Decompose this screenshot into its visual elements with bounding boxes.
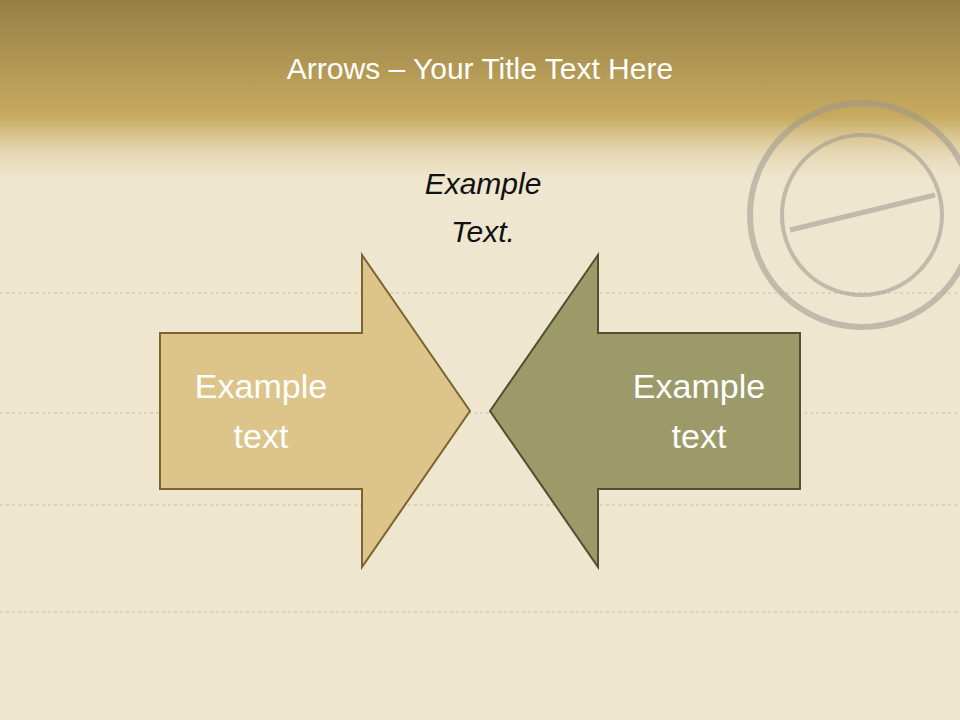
- arrow-text: Example text: [170, 361, 352, 461]
- arrow-polygon: [490, 255, 800, 567]
- postmark-stamp: [750, 103, 960, 327]
- arrow-outline: [490, 255, 800, 567]
- arrow-outline: [160, 255, 470, 567]
- example-note: Example Text.: [393, 160, 573, 256]
- slide-title: Arrows – Your Title Text Here: [0, 52, 960, 86]
- arrow-text: Example text: [608, 361, 790, 461]
- arrow-shape: Example text: [490, 255, 800, 567]
- arrow-polygon: [160, 255, 470, 567]
- arrow-shape: Example text: [160, 255, 470, 567]
